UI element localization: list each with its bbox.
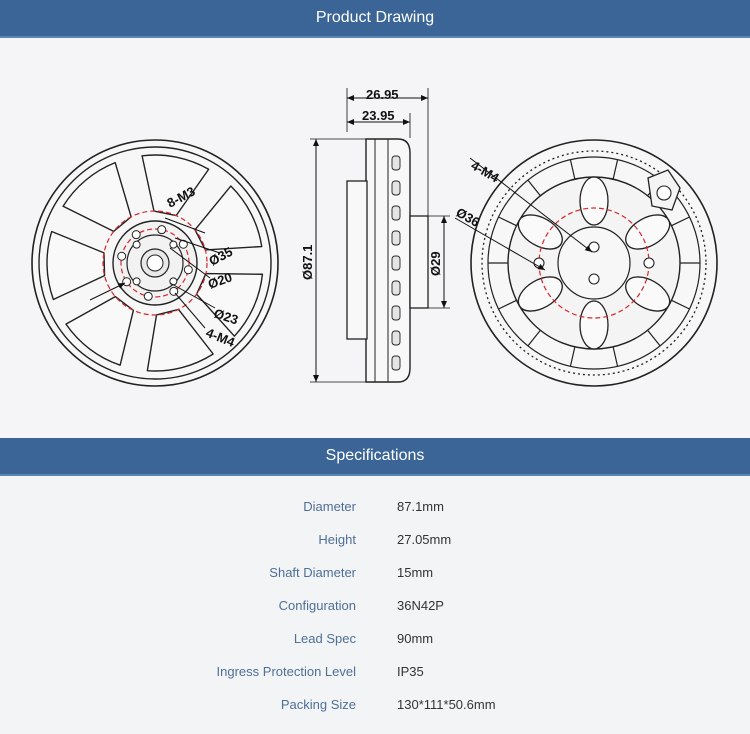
vent-slot — [391, 230, 401, 246]
rib — [498, 216, 517, 227]
spec-row-height: Height 27.05mm — [0, 530, 750, 550]
label-d23: Ø23 — [212, 306, 240, 328]
spec-row-configuration: Configuration 36N42P — [0, 596, 750, 616]
oval-window — [625, 276, 671, 312]
dim-26-95: 26.95 — [366, 87, 399, 102]
rib — [527, 329, 541, 347]
dim-d87-1: Ø87.1 — [300, 245, 315, 280]
spec-label: Configuration — [278, 598, 356, 613]
rib — [671, 299, 690, 310]
side-view: 26.95 23.95 Ø87.1 Ø29 — [300, 87, 450, 383]
spoke-window — [46, 230, 106, 301]
technical-drawing: 8-M3 Ø35 Ø20 Ø23 4-M4 26.95 23.95 — [31, 87, 718, 387]
rib — [498, 299, 517, 310]
spec-label: Diameter — [303, 499, 356, 514]
rib — [527, 179, 541, 197]
spec-label: Packing Size — [280, 697, 356, 712]
section-header-product-drawing: Product Drawing — [0, 0, 750, 38]
spoke-window — [62, 161, 132, 233]
oval-window — [517, 276, 563, 312]
rib — [569, 346, 576, 367]
vent-slot — [391, 355, 401, 371]
rib — [612, 159, 619, 180]
spec-value: 87.1mm — [397, 499, 444, 514]
rib — [612, 346, 619, 367]
section-title: Product Drawing — [315, 9, 435, 26]
mount-hole — [131, 230, 141, 240]
spec-value: 130*111*50.6mm — [397, 697, 496, 712]
mount-hole — [117, 251, 127, 261]
label-4-m4-back: 4-M4 — [469, 158, 503, 186]
vent-slot — [391, 280, 401, 296]
spoke-window — [65, 295, 135, 366]
vent-slot — [391, 330, 401, 346]
mount-hole — [132, 277, 141, 286]
vent-slot — [391, 180, 401, 196]
spoke-window — [194, 185, 263, 251]
spec-label: Lead Spec — [293, 631, 356, 646]
spoke-window — [141, 154, 210, 217]
spec-label: Shaft Diameter — [269, 565, 356, 580]
spec-value: 36N42P — [397, 598, 444, 613]
rib — [647, 329, 661, 347]
specifications-table: Diameter 87.1mm Height 27.05mm Shaft Dia… — [0, 476, 750, 734]
spec-label: Height — [318, 532, 356, 547]
dim-23-95: 23.95 — [362, 108, 395, 123]
dim-d29: Ø29 — [428, 251, 443, 276]
spoke-window — [195, 272, 264, 337]
mount-hole — [157, 225, 167, 235]
spec-label: Ingress Protection Level — [216, 664, 356, 679]
spec-value: 15mm — [397, 565, 434, 580]
mount-hole — [643, 257, 655, 269]
mount-hole — [178, 239, 188, 249]
spoke-window — [146, 308, 214, 372]
mount-hole — [143, 291, 153, 301]
vent-slot — [391, 305, 401, 321]
vent-slot — [391, 205, 401, 221]
oval-window — [625, 214, 671, 250]
rib — [569, 159, 576, 180]
front-view: 8-M3 Ø35 Ø20 Ø23 4-M4 — [31, 139, 279, 387]
spec-value: 90mm — [397, 631, 434, 646]
spec-row-diameter: Diameter 87.1mm — [0, 497, 750, 517]
spec-row-lead-spec: Lead Spec 90mm — [0, 629, 750, 649]
back-view: 4-M4 Ø36 — [454, 139, 718, 387]
spec-row-shaft-diameter: Shaft Diameter 15mm — [0, 563, 750, 583]
oval-window — [579, 176, 609, 226]
mount-hole — [132, 240, 141, 249]
spec-value: 27.05mm — [397, 532, 452, 547]
section-title: Specifications — [325, 447, 425, 464]
vent-slot — [391, 255, 401, 271]
mount-hole — [183, 265, 193, 275]
spec-row-ingress-protection: Ingress Protection Level IP35 — [0, 662, 750, 682]
mount-hole — [169, 240, 178, 249]
section-header-specifications: Specifications — [0, 438, 750, 476]
rib — [671, 216, 690, 227]
mount-hole — [588, 273, 600, 285]
oval-window — [517, 214, 563, 250]
spec-value: IP35 — [397, 664, 424, 679]
mount-hole — [122, 277, 132, 287]
vent-slot — [391, 155, 401, 171]
product-drawing: 8-M3 Ø35 Ø20 Ø23 4-M4 26.95 23.95 — [0, 38, 750, 438]
oval-window — [579, 300, 609, 350]
spec-row-packing-size: Packing Size 130*111*50.6mm — [0, 695, 750, 715]
